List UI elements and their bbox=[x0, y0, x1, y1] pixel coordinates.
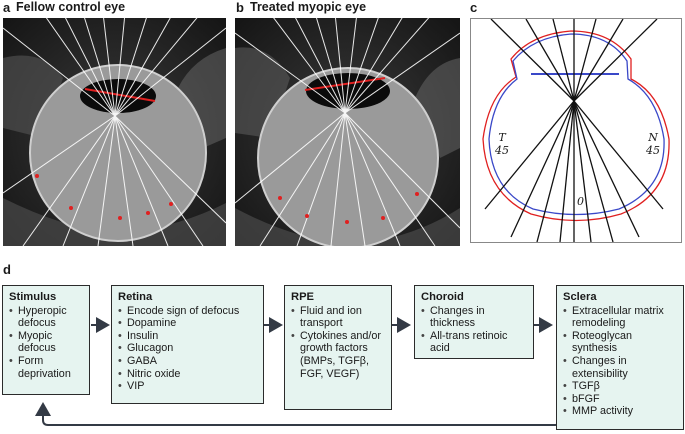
rpe-title: RPE bbox=[291, 291, 315, 303]
stimulus-title: Stimulus bbox=[9, 291, 57, 303]
choroid-item: Changes in thickness bbox=[421, 305, 527, 330]
rpe-item: Fluid and ion transport bbox=[291, 305, 385, 330]
sclera-item: TGFβ bbox=[563, 380, 677, 393]
retina-title: Retina bbox=[118, 291, 153, 303]
retina-item: Insulin bbox=[118, 330, 257, 343]
stimulus-box: Stimulus Hyperopic defocus Myopic defocu… bbox=[2, 285, 90, 395]
retina-box: Retina Encode sign of defocus Dopamine I… bbox=[111, 285, 264, 404]
rpe-item: Cytokines and/or growth factors (BMPs, T… bbox=[291, 330, 385, 380]
retina-item: Dopamine bbox=[118, 317, 257, 330]
retina-item: GABA bbox=[118, 355, 257, 368]
sclera-item: Changes in extensibility bbox=[563, 355, 677, 380]
panel-d-letter: d bbox=[3, 262, 11, 277]
panel-b-letter: b bbox=[236, 0, 244, 15]
sclera-item: MMP activity bbox=[563, 405, 677, 418]
choroid-title: Choroid bbox=[421, 291, 464, 303]
panel-a-letter: a bbox=[3, 0, 11, 15]
mri-treated-eye bbox=[235, 18, 460, 246]
sclera-item: Extracellular matrix remodeling bbox=[563, 305, 677, 330]
mri-control-eye bbox=[3, 18, 226, 246]
sclera-item: Roteoglycan synthesis bbox=[563, 330, 677, 355]
retina-item: Encode sign of defocus bbox=[118, 305, 257, 318]
retina-item: VIP bbox=[118, 380, 257, 393]
panel-c-letter: c bbox=[470, 0, 478, 15]
panel-b-title: Treated myopic eye bbox=[250, 0, 367, 14]
sclera-item: bFGF bbox=[563, 393, 677, 406]
sclera-box: Sclera Extracellular matrix remodeling R… bbox=[556, 285, 684, 430]
retina-item: Nitric oxide bbox=[118, 368, 257, 381]
center-angle-label: 0 bbox=[577, 195, 584, 208]
choroid-box: Choroid Changes in thickness All-trans r… bbox=[414, 285, 534, 359]
stimulus-item: Hyperopic defocus bbox=[9, 305, 83, 330]
choroid-item: All-trans retinoic acid bbox=[421, 330, 527, 355]
stimulus-item: Form deprivation bbox=[9, 355, 83, 380]
panel-a-title: Fellow control eye bbox=[16, 0, 126, 14]
stimulus-item: Myopic defocus bbox=[9, 330, 83, 355]
rpe-box: RPE Fluid and ion transport Cytokines an… bbox=[284, 285, 392, 410]
sclera-title: Sclera bbox=[563, 291, 597, 303]
retina-item: Glucagon bbox=[118, 342, 257, 355]
